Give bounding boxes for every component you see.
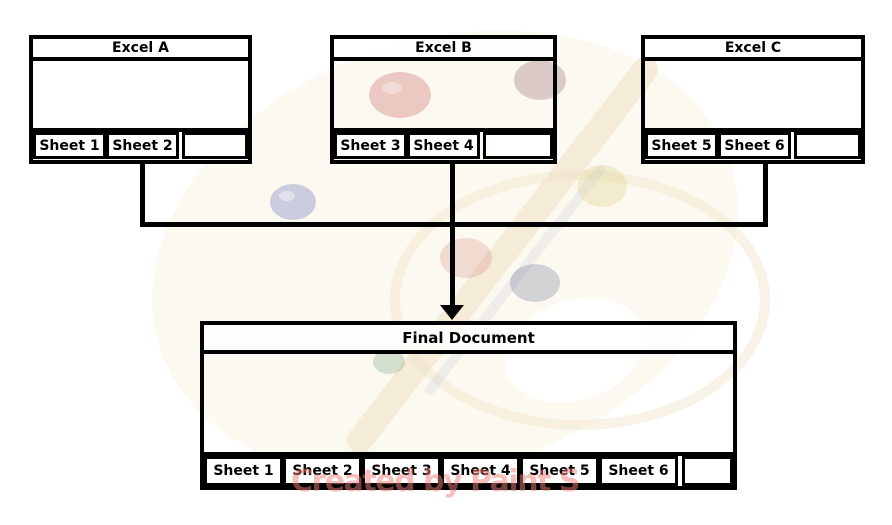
sheet-tab: Sheet 2	[283, 456, 362, 486]
sheet-tab: Sheet 1	[33, 132, 106, 159]
excel-b-tab-row: Sheet 3 Sheet 4	[334, 128, 553, 160]
sheet-tab: Sheet 2	[106, 132, 179, 159]
sheet-tab: Sheet 1	[204, 456, 283, 486]
excel-a-tab-row: Sheet 1 Sheet 2	[33, 128, 248, 160]
final-document-window: Final Document Sheet 1 Sheet 2 Sheet 3 S…	[200, 321, 737, 490]
sheet-tab: Sheet 4	[407, 132, 480, 159]
excel-a-window: Excel A Sheet 1 Sheet 2	[29, 35, 252, 164]
connector-line-excel-a	[140, 161, 145, 227]
sheet-tab: Sheet 3	[362, 456, 441, 486]
excel-c-window: Excel C Sheet 5 Sheet 6	[641, 35, 865, 164]
merge-arrow-shaft	[450, 161, 455, 306]
final-document-title: Final Document	[204, 325, 733, 354]
excel-b-window: Excel B Sheet 3 Sheet 4	[330, 35, 557, 164]
connector-line-excel-c	[763, 161, 768, 227]
excel-c-body	[645, 61, 861, 128]
excel-a-body	[33, 61, 248, 128]
sheet-tab: Sheet 6	[718, 132, 791, 159]
sheet-tab: Sheet 4	[441, 456, 520, 486]
sheet-tab: Sheet 3	[334, 132, 407, 159]
excel-b-title: Excel B	[334, 39, 553, 61]
excel-b-body	[334, 61, 553, 128]
empty-tab	[794, 132, 861, 159]
empty-tab	[682, 456, 733, 486]
empty-tab	[483, 132, 553, 159]
sheet-tab: Sheet 5	[645, 132, 718, 159]
sheet-tab: Sheet 5	[520, 456, 599, 486]
sheet-tab: Sheet 6	[599, 456, 678, 486]
excel-c-title: Excel C	[645, 39, 861, 61]
excel-a-title: Excel A	[33, 39, 248, 61]
final-document-body	[204, 354, 733, 452]
excel-c-tab-row: Sheet 5 Sheet 6	[645, 128, 861, 160]
final-document-tab-row: Sheet 1 Sheet 2 Sheet 3 Sheet 4 Sheet 5 …	[204, 452, 733, 486]
merge-arrowhead-down-icon	[440, 305, 464, 320]
empty-tab	[182, 132, 248, 159]
